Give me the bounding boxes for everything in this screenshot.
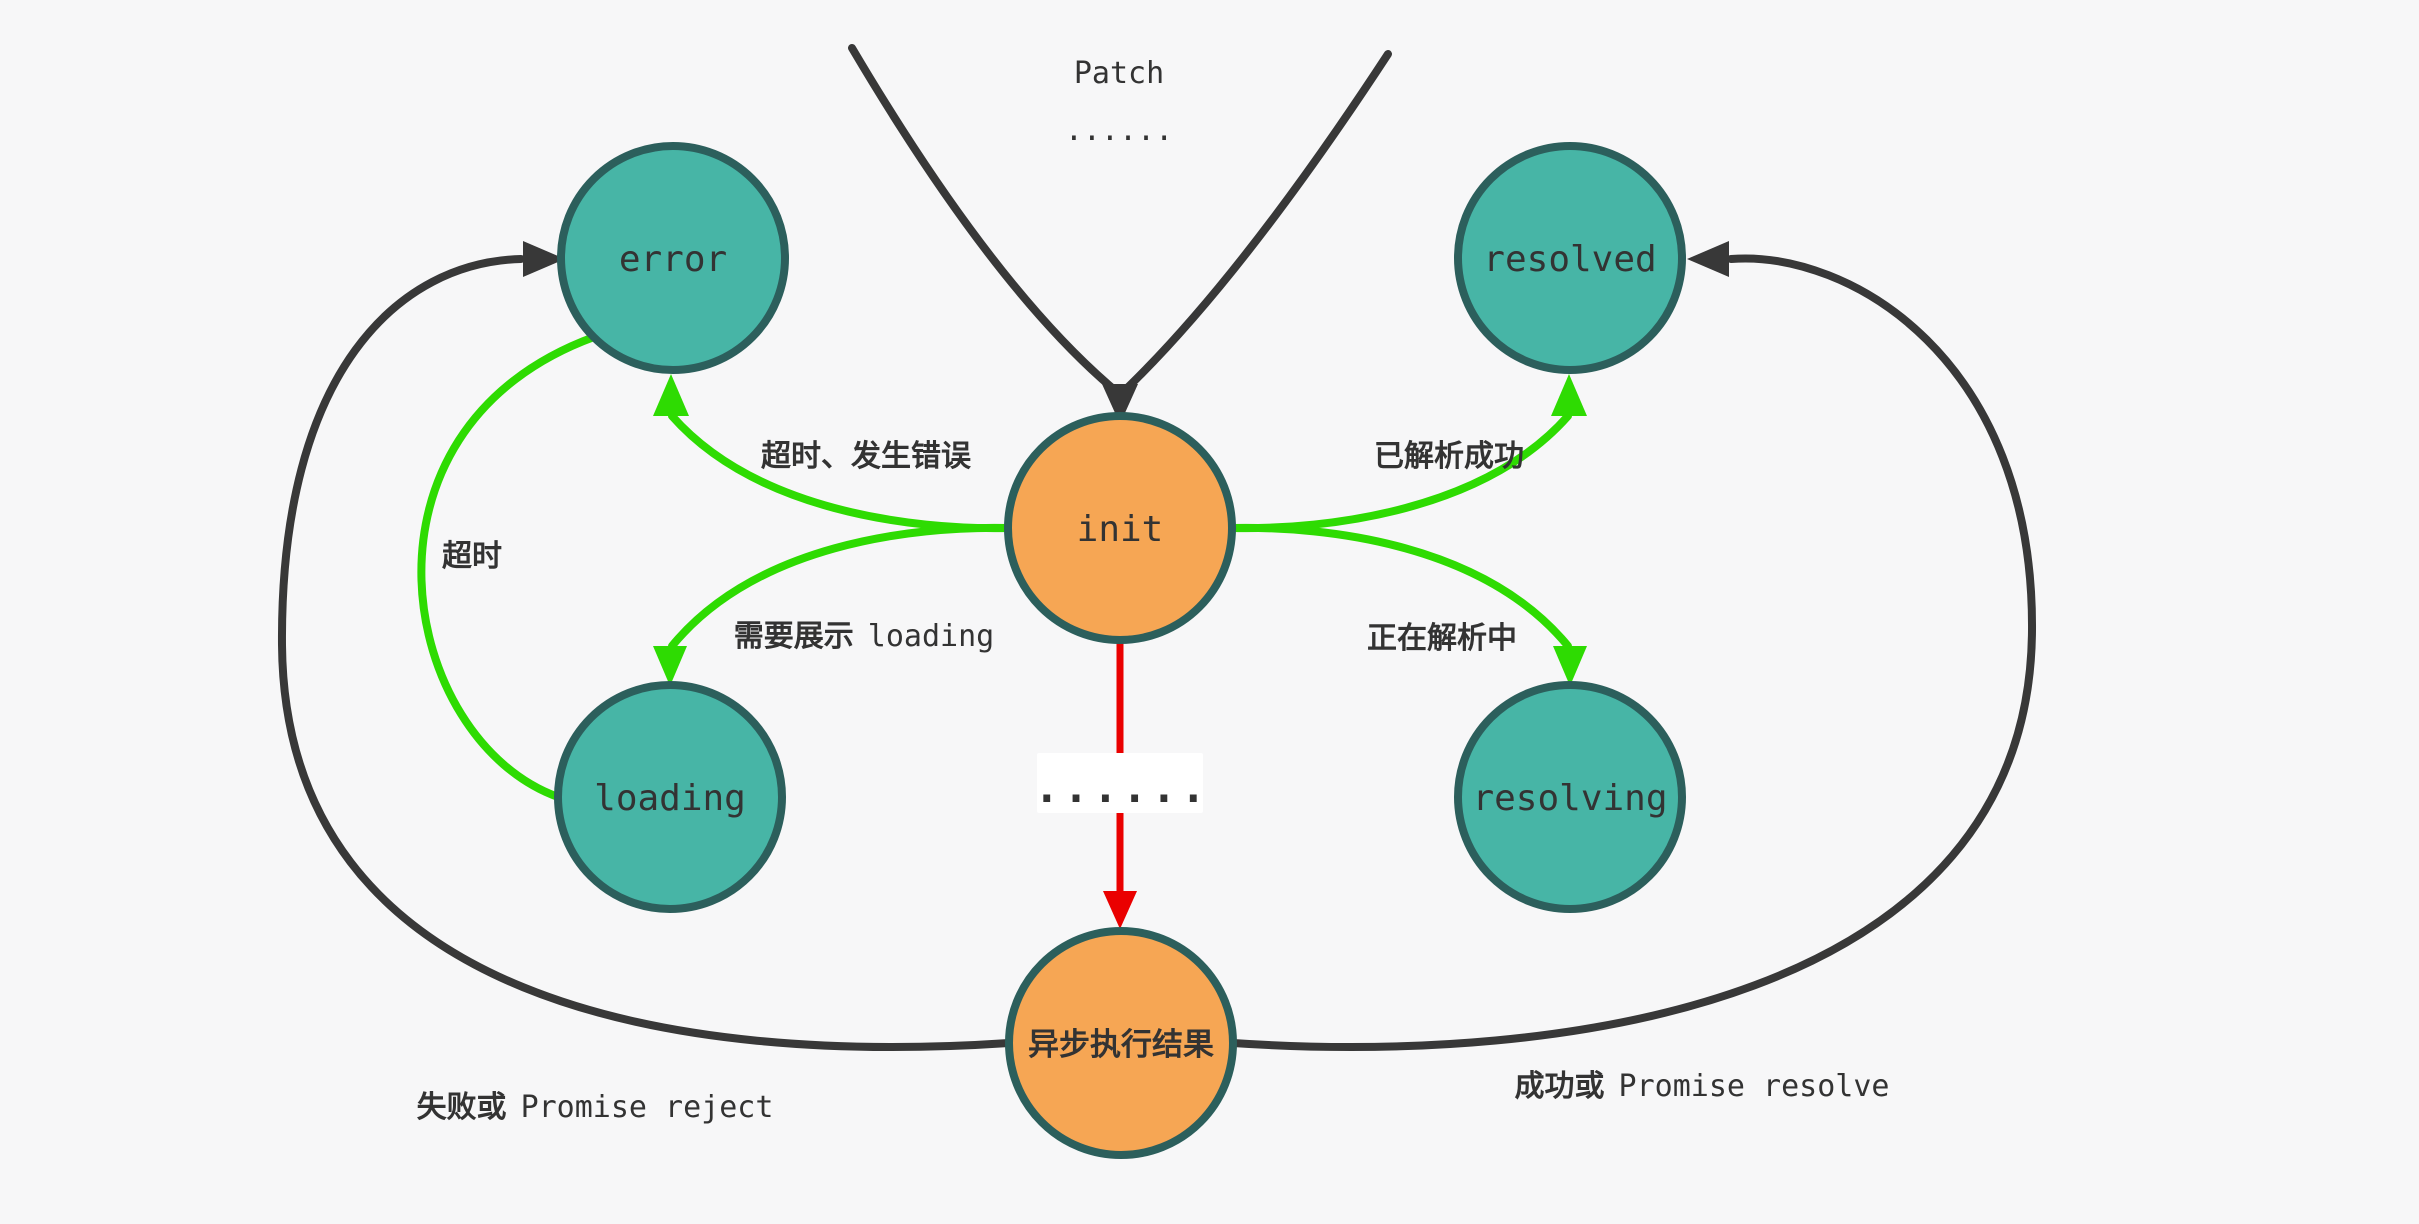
node-loading: loading [554,681,786,913]
reject-curve-async-to-error [277,255,1013,1052]
arrowhead-into-init-icon [1102,384,1138,424]
label-fail-zh: 失败或 [417,1091,507,1124]
node-resolved: resolved [1454,142,1686,374]
node-init-circle [1004,412,1236,644]
label-fail-reject: 失败或 Promise reject [417,1090,774,1125]
node-async-result-circle [1005,927,1237,1159]
arrowhead-into-resolved-icon [1687,241,1729,277]
node-init: init [1004,412,1236,644]
edge-init-to-loading [668,523,1012,650]
node-loading-label: loading [594,778,746,819]
label-success-en: Promise resolve [1619,1069,1890,1104]
node-async-result: 异步执行结果 [1005,927,1237,1159]
label-timeout-or-error: 超时、发生错误 [761,440,972,473]
patch-label: Patch [1074,56,1164,91]
node-error: error [557,142,789,374]
edge-init-to-resolving [1228,523,1572,650]
label-need-loading-zh: 需要展示 [734,620,854,653]
arrowhead-async-top-icon [1103,891,1137,929]
label-parsed-success: 已解析成功 [1374,440,1524,473]
arrowhead-resolved-bottom-icon [1551,374,1587,416]
arrowhead-error-bottom-icon [653,374,689,416]
label-success-resolve: 成功或 Promise resolve [1515,1069,1890,1104]
node-resolved-circle [1454,142,1686,374]
patch-funnel-right-curve [1119,50,1392,396]
arrowhead-resolving-top-icon [1553,646,1587,686]
label-fail-en: Promise reject [521,1090,774,1125]
edge-loading-to-error [417,333,598,801]
resolve-curve-async-to-resolved [1229,254,2037,1051]
middle-dots-label: ...... [1034,763,1210,812]
node-error-circle [557,142,789,374]
patch-dots-label: ...... [1065,113,1173,148]
patch-funnel-left-curve [848,44,1121,396]
label-need-loading: 需要展示 loading [734,619,994,654]
arrowhead-into-error-icon [523,241,565,277]
middle-dots-label-box [1037,753,1203,813]
node-async-result-label: 异步执行结果 [1028,1027,1214,1062]
label-parsing: 正在解析中 [1367,622,1517,655]
node-error-label: error [619,239,727,280]
node-resolving-label: resolving [1472,778,1667,819]
label-timeout: 超时 [442,540,502,573]
node-resolved-label: resolved [1483,239,1656,280]
arrowhead-loading-top-icon [653,646,687,686]
node-resolving: resolving [1454,681,1686,913]
node-resolving-circle [1454,681,1686,913]
node-init-label: init [1077,509,1164,550]
node-loading-circle [554,681,786,913]
label-success-zh: 成功或 [1515,1070,1605,1103]
label-need-loading-en: loading [868,619,994,654]
